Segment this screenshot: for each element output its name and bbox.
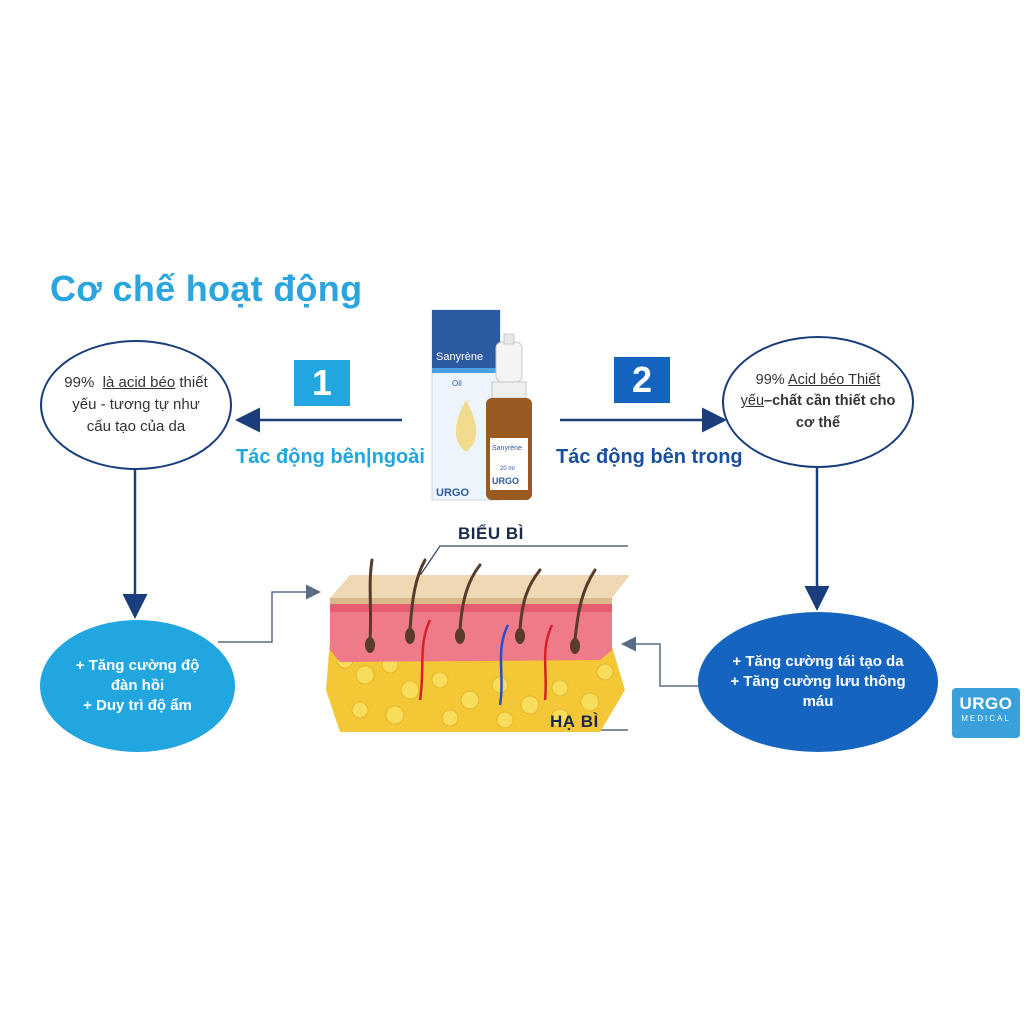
right-percent: 99% <box>755 372 785 389</box>
left-info-bubble: 99% là acid béo thiết yếu - tương tự như… <box>40 340 232 470</box>
left-result-bubble: + Tăng cường độ đàn hồi + Duy trì độ ẩm <box>40 620 235 752</box>
left-result-line-2: đàn hồi <box>110 676 165 694</box>
right-result-line-3: máu <box>802 693 834 711</box>
urgo-logo: URGO MEDICAL <box>952 688 1020 738</box>
logo-name: URGO <box>959 694 1013 713</box>
step-2-badge: 2 <box>614 357 670 403</box>
right-bold: –chất cần thiết cho cơ thể <box>764 393 896 431</box>
left-result-line-3: + Duy trì độ ẩm <box>83 697 192 715</box>
left-percent: 99% <box>64 374 95 392</box>
left-rest: thiết yếu - tương tự như cấu tạo của da <box>72 374 208 435</box>
right-info-bubble: 99% Acid béo Thiết yếu–chất cần thiết ch… <box>722 336 914 468</box>
right-underlined-2: yếu <box>740 393 765 410</box>
right-result-bubble: + Tăng cường tái tạo da + Tăng cường lưu… <box>698 612 938 752</box>
step-1-badge: 1 <box>294 360 350 406</box>
left-underlined: là acid béo <box>102 374 176 392</box>
right-underlined-1: Acid béo Thiết <box>787 372 881 389</box>
right-result-line-2: + Tăng cường lưu thông <box>730 672 906 690</box>
step-2-caption: Tác động bên trong <box>556 446 743 468</box>
right-result-line-1: + Tăng cường tái tạo da <box>732 652 904 670</box>
label-epidermis: BIỂU BÌ <box>458 524 524 543</box>
page-title: Cơ chế hoạt động <box>50 268 363 309</box>
step-1-caption: Tác động bên|ngoài <box>236 446 425 468</box>
left-result-line-1: + Tăng cường độ <box>75 656 200 674</box>
label-hypodermis: HẠ BÌ <box>550 712 599 731</box>
logo-sub: MEDICAL <box>961 714 1011 723</box>
